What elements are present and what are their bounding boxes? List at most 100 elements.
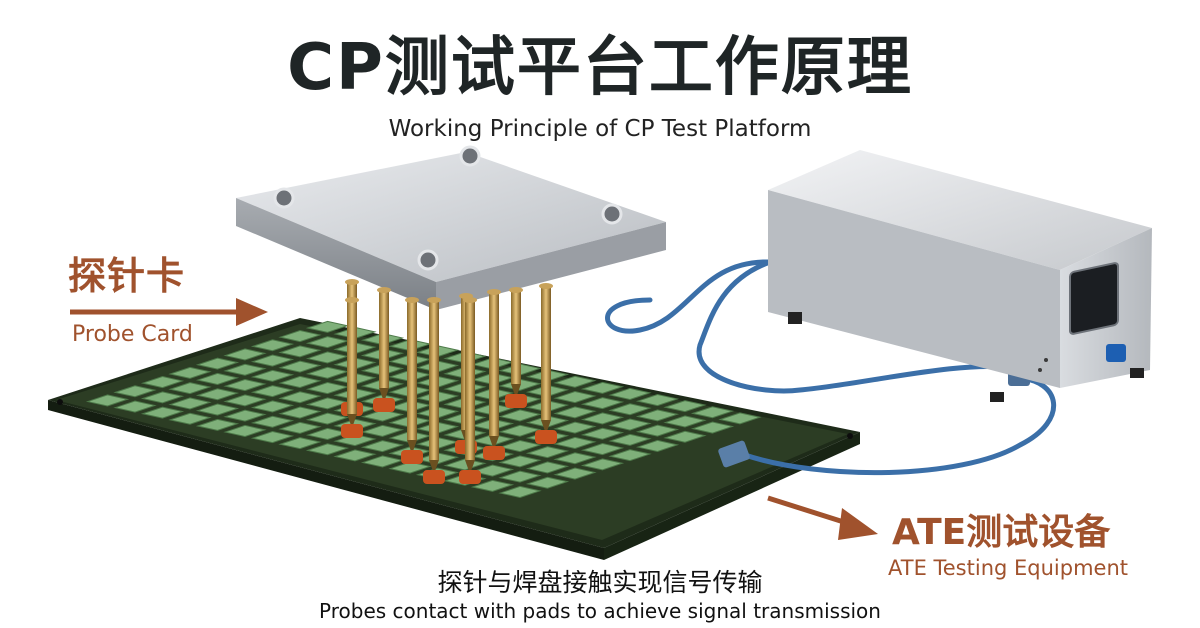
board-pad <box>305 412 350 425</box>
board-pad <box>498 440 542 453</box>
probe-needle <box>483 289 505 460</box>
board-pad <box>690 421 735 434</box>
board-pad <box>718 412 762 425</box>
board-pad <box>663 400 707 413</box>
board-pad <box>498 470 542 483</box>
ate-test-equipment <box>768 150 1152 402</box>
board-pad <box>553 436 597 449</box>
board-pad <box>525 446 570 459</box>
board-pad <box>195 403 240 416</box>
probe-needles <box>341 279 557 484</box>
probe-needle <box>535 283 557 444</box>
board-pad <box>525 476 570 489</box>
board-pad <box>580 443 625 456</box>
board-pad <box>168 397 212 410</box>
probe-needle <box>373 287 395 412</box>
board-pad <box>305 443 350 456</box>
board-pad <box>498 409 542 422</box>
board-pad <box>608 433 652 446</box>
board-pad <box>223 363 267 376</box>
probe-card-label-en: Probe Card <box>72 322 193 347</box>
board-pad <box>195 388 240 401</box>
board-pad <box>608 449 652 462</box>
board-pad <box>223 348 267 361</box>
probe-card-label-cn: 探针卡 <box>68 254 186 298</box>
board-pad <box>663 415 707 428</box>
board-pad <box>278 360 322 373</box>
board-pad <box>608 387 652 400</box>
board-pad <box>223 424 267 437</box>
ate-arrow-icon <box>767 495 878 540</box>
board-pad <box>580 458 625 471</box>
board-pad <box>278 437 322 450</box>
board-pad <box>553 406 597 419</box>
board-pad <box>635 439 680 452</box>
board-pad <box>553 452 597 465</box>
board-pad <box>388 461 432 474</box>
board-pad <box>635 409 680 422</box>
board-pad <box>223 409 267 422</box>
board-pad <box>168 366 212 379</box>
board-pad <box>525 461 570 474</box>
board-pad <box>470 464 515 477</box>
board-pad <box>250 415 295 428</box>
board-pad <box>278 375 322 388</box>
board-pad <box>278 406 322 419</box>
board-pad <box>250 385 295 398</box>
signal-cables <box>605 259 1056 476</box>
board-pad <box>333 449 377 462</box>
board-pad <box>553 421 597 434</box>
board-pads <box>85 320 762 498</box>
board-pad <box>278 330 322 343</box>
wafer-test-board <box>48 318 860 560</box>
board-pad <box>250 369 295 382</box>
board-pad <box>278 391 322 404</box>
probe-card-arrow-icon <box>70 298 268 326</box>
board-pad <box>140 391 185 404</box>
ate-power-button <box>1106 344 1126 362</box>
board-pad <box>580 412 625 425</box>
board-pad <box>278 345 322 358</box>
board-pad <box>690 406 735 419</box>
ate-label-en: ATE Testing Equipment <box>888 556 1129 580</box>
board-pad <box>470 479 515 492</box>
ate-label-cn: ATE测试设备 <box>892 512 1111 553</box>
caption-cn: 探针与焊盘接触实现信号传输 <box>437 568 763 597</box>
board-pad <box>608 418 652 431</box>
board-pad <box>140 376 185 389</box>
board-pad <box>663 430 707 443</box>
board-pad <box>195 418 240 431</box>
board-pad <box>223 379 267 392</box>
board-pad <box>250 354 295 367</box>
board-pad <box>580 427 625 440</box>
board-pad <box>113 385 157 398</box>
ate-display-screen <box>1069 262 1119 335</box>
probe-card-plate <box>236 145 666 310</box>
board-pad <box>498 424 542 437</box>
probe-needle <box>423 297 445 484</box>
board-pad <box>140 406 185 419</box>
board-pad <box>608 403 652 416</box>
probe-needle <box>459 297 481 484</box>
board-pad <box>250 431 295 444</box>
board-pad <box>580 381 625 394</box>
board-pad <box>635 394 680 407</box>
board-pad <box>580 397 625 410</box>
board-pad <box>223 394 267 407</box>
board-pad <box>360 424 405 437</box>
board-pad <box>85 394 130 407</box>
board-pad <box>635 424 680 437</box>
board-pad <box>498 485 542 498</box>
board-pad <box>195 372 240 385</box>
board-pad <box>113 400 157 413</box>
board-pad <box>553 391 597 404</box>
board-pad <box>360 440 405 453</box>
probe-needle <box>401 297 423 464</box>
board-pad <box>278 421 322 434</box>
board-pad <box>250 400 295 413</box>
page-title: CP测试平台工作原理 <box>287 31 913 105</box>
board-pad <box>168 412 212 425</box>
board-pad <box>360 409 405 422</box>
board-pad <box>498 455 542 468</box>
